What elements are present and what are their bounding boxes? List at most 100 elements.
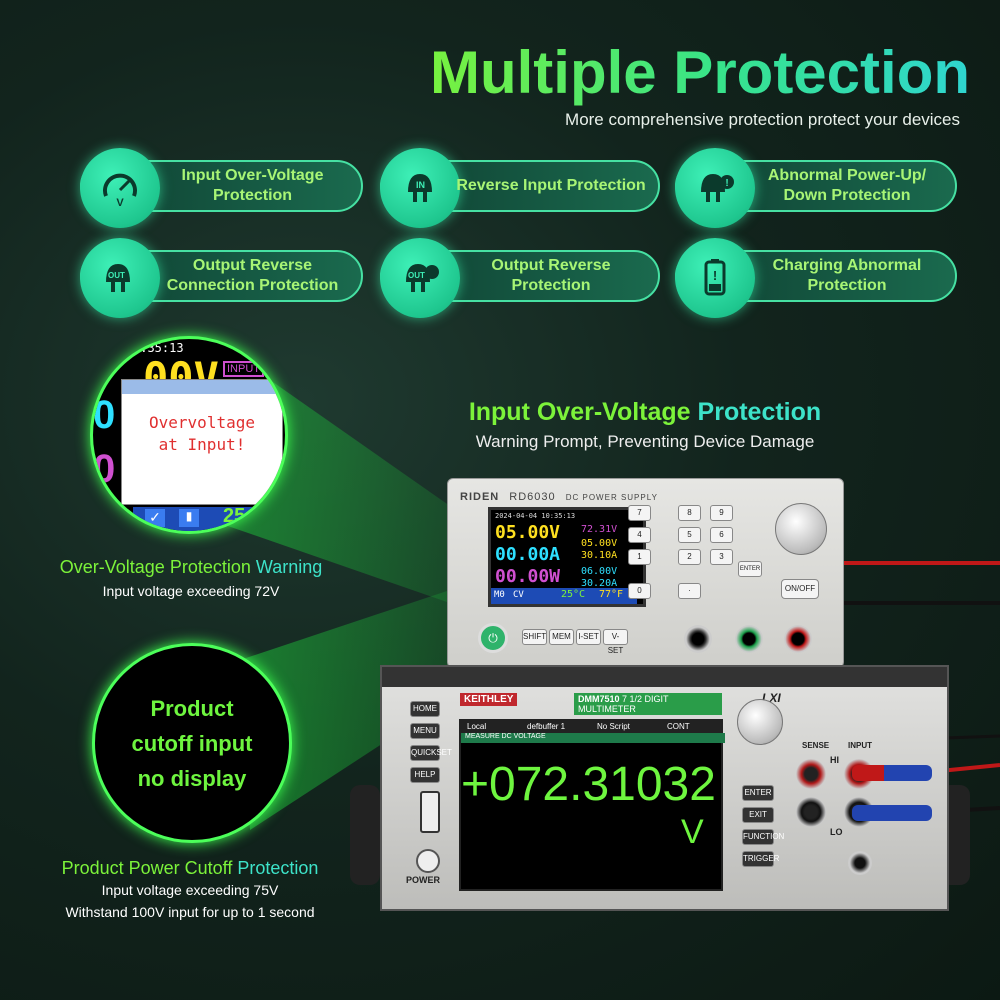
red-probe-plug: [852, 765, 932, 781]
psu-input: 72.31V: [581, 524, 618, 535]
warning-subtitle: Input voltage exceeding 72V: [102, 583, 280, 599]
section-subtitle: Warning Prompt, Preventing Device Damage: [475, 432, 815, 451]
feature-pill-2: ! Abnormal Power-Up/ Down Protection: [675, 148, 957, 228]
psu-temp-c: 25°C: [561, 589, 586, 600]
blue-probe-plug: [852, 805, 932, 821]
feature-pill-0: V Input Over-Voltage Protection: [80, 148, 363, 228]
dmm-model: DMM7510 7 1/2 DIGIT MULTIMETER: [574, 693, 722, 715]
power-cutoff-title: Product Power Cutoff Protection: [61, 858, 319, 878]
dmm-cont: CONT: [667, 722, 690, 731]
psu-key[interactable]: 5: [678, 527, 701, 543]
zoom-temp: 25: [223, 505, 246, 527]
dmm-quickset-button[interactable]: QUICKSET: [410, 745, 452, 761]
feature-pill-5: ! Charging Abnormal Protection: [675, 238, 957, 318]
page-title: Multiple Protection: [410, 38, 970, 107]
svg-text:IN: IN: [416, 180, 425, 190]
page-subtitle: More comprehensive protection protect yo…: [565, 110, 960, 129]
psu-vset: 05.00V: [581, 538, 618, 549]
zoom-time: 6:35:13: [133, 341, 184, 355]
battery-icon: ▮: [179, 509, 199, 527]
psu-ocp: 30.20A: [581, 578, 618, 589]
zoomed-screen: 6:35:13 00V INPUT 0 0 Overvoltage at Inp…: [90, 336, 288, 534]
dmm-brand: KEITHLEY: [460, 693, 518, 706]
psu-key[interactable]: 3: [710, 549, 733, 565]
svg-text:OUT: OUT: [408, 271, 425, 280]
psu-current: 00.00A: [495, 544, 561, 565]
warning-title: Over-Voltage Protection Warning: [59, 557, 323, 577]
plug-out-icon: OUT: [80, 238, 160, 318]
psu-key[interactable]: 8: [678, 505, 701, 521]
power-cutoff-sub-2: Withstand 100V input for up to 1 second: [65, 904, 315, 920]
feature-label: Output Reverse Protection: [491, 257, 611, 294]
psu-brand: RIDEN RD6030 DC POWER SUPPLY: [460, 491, 658, 503]
dmm-sense-label: SENSE: [802, 741, 830, 750]
alert-line-1: Overvoltage: [149, 413, 255, 432]
svg-text:V: V: [116, 197, 124, 209]
dmm-lo-label: LO: [830, 827, 843, 837]
dmm-hi-label: HI: [830, 755, 839, 765]
psu-memory: M0: [494, 590, 505, 600]
dmm-home-button[interactable]: HOME: [410, 701, 440, 717]
dmm-function-button[interactable]: FUNCTION: [742, 829, 784, 845]
dmm-input-label: INPUT: [848, 741, 872, 750]
feature-label: Input Over-Voltage Protection: [181, 167, 324, 204]
feature-pill-4: OUT Output Reverse Protection: [380, 238, 660, 318]
cutoff-line-1: Product: [150, 695, 234, 721]
dmm-script: No Script: [597, 722, 630, 731]
psu-key[interactable]: 1: [628, 549, 651, 565]
dmm-menu-button[interactable]: MENU: [410, 723, 440, 739]
feature-pill-3: OUT Output Reverse Connection Protection: [80, 238, 363, 318]
dmm-knob[interactable]: [737, 699, 783, 745]
psu-power-button[interactable]: ⏻: [478, 623, 508, 653]
psu-knob[interactable]: [775, 503, 827, 555]
power-cutoff-sub-1: Input voltage exceeding 75V: [101, 882, 279, 898]
usb-port: [420, 791, 440, 833]
psu-key[interactable]: ·: [678, 583, 701, 599]
dmm-enter-button[interactable]: ENTER: [742, 785, 774, 801]
feature-label: Abnormal Power-Up/ Down Protection: [767, 167, 927, 204]
psu-key[interactable]: 2: [678, 549, 701, 565]
dmm-screen: Local defbuffer 1 No Script CONT MEASURE…: [459, 719, 725, 891]
psu-enter-button[interactable]: ENTER: [738, 561, 762, 577]
dmm-local: Local: [467, 722, 487, 731]
feature-label: Output Reverse Connection Protection: [166, 257, 339, 294]
alert-line-2: at Input!: [158, 435, 246, 454]
dmm-reading: +072.31032: [461, 758, 716, 811]
psu-key[interactable]: 6: [710, 527, 733, 543]
psu-onoff-button[interactable]: ON/OFF: [781, 579, 819, 599]
cutoff-line-3: no display: [137, 765, 247, 791]
psu-key[interactable]: 4: [628, 527, 651, 543]
dmm-help-button[interactable]: HELP: [410, 767, 440, 783]
multimeter: KEITHLEY DMM7510 7 1/2 DIGIT MULTIMETER …: [380, 665, 949, 911]
psu-v-set-button[interactable]: V-SET: [603, 629, 628, 655]
plug-out-reverse-icon: OUT: [380, 238, 460, 318]
psu-i-set-button[interactable]: I-SET: [576, 629, 601, 645]
dmm-trigger-button[interactable]: TRIGGER: [742, 851, 779, 867]
zoom-tag: INPUT: [223, 361, 264, 377]
dmm-mode: MEASURE DC VOLTAGE: [461, 733, 725, 743]
feature-label: Charging Abnormal Protection: [772, 257, 922, 294]
psu-key[interactable]: 9: [710, 505, 733, 521]
power-supply: RIDEN RD6030 DC POWER SUPPLY 2024-04-04 …: [447, 478, 844, 668]
svg-text:OUT: OUT: [108, 271, 125, 280]
psu-voltage: 05.00V: [495, 522, 561, 543]
psu-shift-button[interactable]: SHIFT: [522, 629, 547, 645]
battery-alert-icon: !: [675, 238, 755, 318]
red-terminal: [784, 625, 812, 653]
psu-screen: 2024-04-04 10:35:13 05.00V 00.00A 00.00W…: [488, 507, 646, 607]
svg-text:!: !: [725, 178, 728, 189]
dmm-power-button[interactable]: [416, 849, 440, 873]
svg-text:!: !: [713, 268, 717, 283]
psu-key[interactable]: 0: [628, 583, 651, 599]
psu-date: 2024-04-04 10:35:13: [495, 512, 576, 520]
psu-key[interactable]: 7: [628, 505, 651, 521]
psu-power: 00.00W: [495, 566, 561, 587]
dmm-power-label: POWER: [406, 875, 441, 885]
green-terminal: [735, 625, 763, 653]
black-terminal: [684, 625, 712, 653]
psu-temp-f: 77°F: [599, 589, 624, 600]
dmm-exit-button[interactable]: EXIT: [742, 807, 774, 823]
cutoff-circle: Product cutoff input no display: [92, 643, 292, 843]
section-title: Input Over-Voltage Protection: [468, 398, 822, 426]
psu-mem-button[interactable]: MEM: [549, 629, 574, 645]
